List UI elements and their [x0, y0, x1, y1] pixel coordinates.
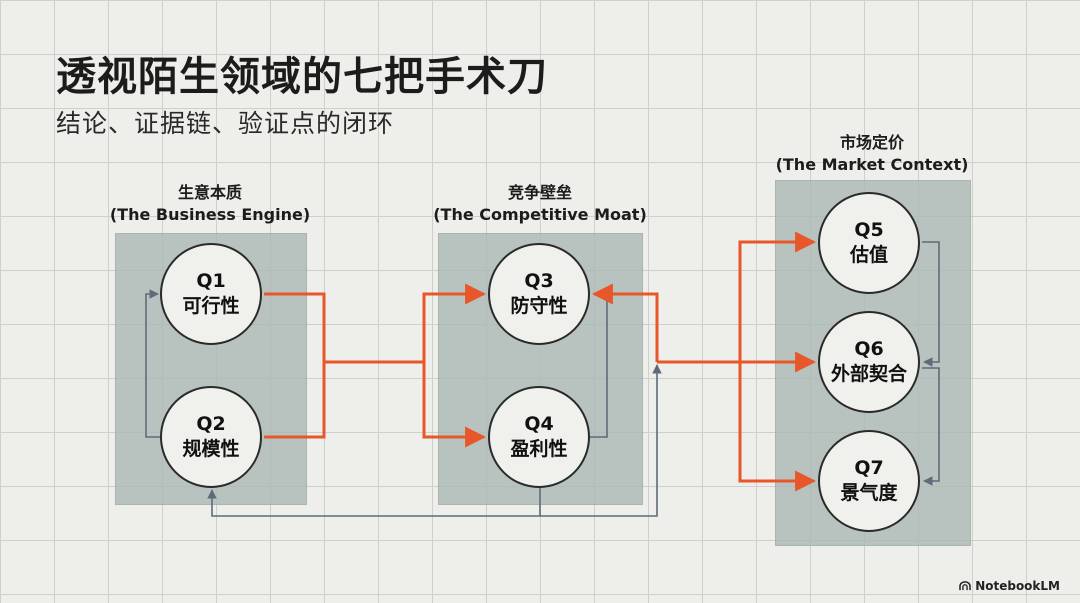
node-id: Q5 [854, 219, 884, 241]
group-label-business-engine: 生意本质 (The Business Engine) [100, 182, 320, 226]
page-subtitle: 结论、证据链、验证点的闭环 [56, 109, 395, 138]
brand-text: NotebookLM [975, 579, 1060, 593]
group-english: (The Market Context) [775, 155, 969, 174]
brand-watermark: NotebookLM [959, 579, 1060, 593]
flow-to-q3 [422, 283, 487, 362]
node-q5-valuation: Q5 估值 [818, 192, 920, 294]
group-name: 竞争壁垒 [507, 183, 572, 202]
node-label: 外部契合 [830, 363, 907, 385]
node-label: 景气度 [840, 482, 898, 504]
feedback-q6-to-q7 [922, 367, 940, 486]
node-q6-external-fit: Q6 外部契合 [818, 311, 920, 413]
node-id: Q7 [854, 457, 884, 479]
node-label: 防守性 [510, 295, 568, 317]
node-q1-feasibility: Q1 可行性 [160, 243, 262, 345]
node-id: Q6 [854, 338, 884, 360]
node-label: 盈利性 [510, 438, 568, 460]
node-id: Q4 [524, 413, 554, 435]
flow-to-q7 [738, 362, 817, 492]
feedback-q4-to-q2 [207, 488, 541, 517]
node-q2-scalability: Q2 规模性 [160, 386, 262, 488]
group-english: (The Business Engine) [109, 205, 311, 224]
notebooklm-icon [959, 581, 971, 591]
page-title: 透视陌生领域的七把手术刀 [56, 54, 548, 100]
group-name: 生意本质 [177, 183, 242, 202]
node-label: 可行性 [182, 295, 240, 317]
feedback-q2-to-q1 [145, 289, 162, 438]
feedback-q4-to-hub [540, 364, 662, 517]
node-label: 估值 [849, 244, 888, 266]
node-id: Q1 [196, 270, 226, 292]
group-english: (The Competitive Moat) [433, 205, 647, 224]
flow-engine-outputs [264, 292, 326, 439]
node-q3-defensibility: Q3 防守性 [488, 243, 590, 345]
flow-to-q4 [422, 362, 487, 448]
group-name: 市场定价 [839, 133, 904, 152]
group-label-market-context: 市场定价 (The Market Context) [757, 132, 987, 176]
node-label: 规模性 [182, 438, 240, 460]
feedback-q4-to-q3 [590, 289, 608, 438]
flow-to-q5 [738, 231, 817, 362]
feedback-q5-to-q6 [922, 241, 940, 367]
node-id: Q3 [524, 270, 554, 292]
node-q7-business-cycle: Q7 景气度 [818, 430, 920, 532]
node-q4-profitability: Q4 盈利性 [488, 386, 590, 488]
group-label-competitive-moat: 竞争壁垒 (The Competitive Moat) [420, 182, 660, 226]
node-id: Q2 [196, 413, 226, 435]
flow-q3-feedback [591, 283, 659, 362]
